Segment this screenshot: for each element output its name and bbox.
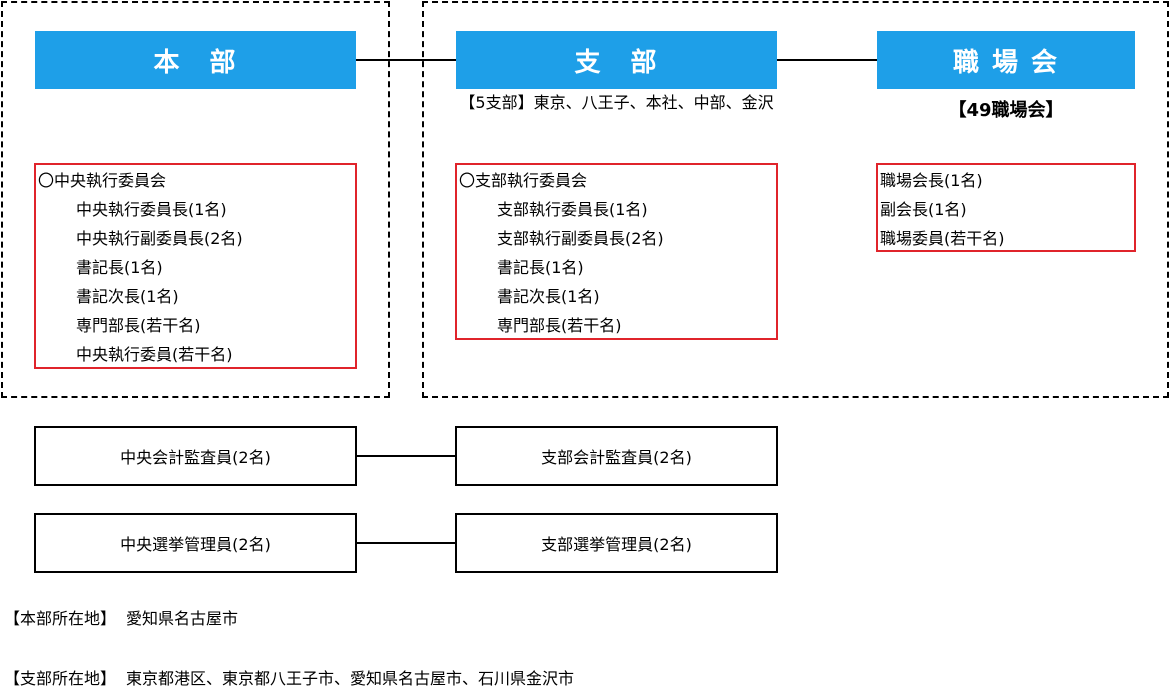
connector-auditors [357, 455, 455, 457]
central-auditor-box: 中央会計監査員(2名) [34, 426, 357, 486]
honbu-committee-box: 〇中央執行委員会 中央執行委員長(1名) 中央執行副委員長(2名) 書記長(1名… [34, 163, 357, 369]
honbu-committee-member: 中央執行副委員長(2名) [76, 229, 243, 248]
honbu-header: 本 部 [35, 31, 356, 89]
branch-list-note: 【5支部】東京、八王子、本社、中部、金沢 [459, 93, 774, 112]
connector-election [357, 542, 455, 544]
hq-location-value: 愛知県名古屋市 [126, 609, 239, 628]
branch-locations: 【支部所在地】東京都港区、東京都八王子市、愛知県名古屋市、石川県金沢市 [4, 665, 574, 689]
shibu-committee-member: 支部執行副委員長(2名) [497, 229, 664, 248]
branch-auditor-label: 支部会計監査員(2名) [541, 448, 692, 467]
central-election-box: 中央選挙管理員(2名) [34, 513, 357, 573]
shibu-committee-member: 書記長(1名) [497, 258, 584, 277]
honbu-committee-member: 書記長(1名) [76, 258, 163, 277]
shokubakai-members-box: 職場会長(1名) 副会長(1名) 職場委員(若干名) [876, 163, 1136, 252]
branch-election-box: 支部選挙管理員(2名) [455, 513, 778, 573]
honbu-committee-member: 専門部長(若干名) [76, 316, 201, 335]
shibu-committee-member: 書記次長(1名) [497, 287, 600, 306]
shibu-committee-member: 専門部長(若干名) [497, 316, 622, 335]
connector-honbu-shibu [356, 59, 456, 61]
shibu-shokubakai-group-frame [422, 1, 1169, 398]
shibu-committee-title: 〇支部執行委員会 [459, 171, 588, 190]
honbu-header-label: 本 部 [153, 47, 238, 78]
shokubakai-header: 職 場 会 [877, 31, 1135, 89]
central-auditor-label: 中央会計監査員(2名) [120, 448, 271, 467]
honbu-committee-member: 中央執行委員(若干名) [76, 345, 233, 364]
branch-auditor-box: 支部会計監査員(2名) [455, 426, 778, 486]
shokubakai-member: 職場会長(1名) [880, 171, 983, 190]
honbu-committee-member: 中央執行委員長(1名) [76, 200, 227, 219]
honbu-group-frame [1, 1, 390, 398]
shibu-committee-box: 〇支部執行委員会 支部執行委員長(1名) 支部執行副委員長(2名) 書記長(1名… [455, 163, 778, 340]
shibu-header: 支 部 [456, 31, 777, 89]
shibu-header-label: 支 部 [574, 47, 659, 78]
shokubakai-count-note: 【49職場会】 [948, 100, 1064, 121]
branch-locations-value: 東京都港区、東京都八王子市、愛知県名古屋市、石川県金沢市 [126, 669, 575, 688]
shokubakai-member: 職場委員(若干名) [880, 229, 1005, 248]
central-election-label: 中央選挙管理員(2名) [120, 535, 271, 554]
branch-election-label: 支部選挙管理員(2名) [541, 535, 692, 554]
shokubakai-member: 副会長(1名) [880, 200, 967, 219]
honbu-committee-title: 〇中央執行委員会 [38, 171, 167, 190]
connector-shibu-shokubakai [777, 59, 877, 61]
branch-locations-label: 【支部所在地】 [4, 669, 117, 688]
hq-location-label: 【本部所在地】 [4, 609, 117, 628]
honbu-committee-member: 書記次長(1名) [76, 287, 179, 306]
shibu-committee-member: 支部執行委員長(1名) [497, 200, 648, 219]
hq-location: 【本部所在地】愛知県名古屋市 [4, 605, 238, 629]
shokubakai-header-label: 職 場 会 [952, 47, 1060, 78]
